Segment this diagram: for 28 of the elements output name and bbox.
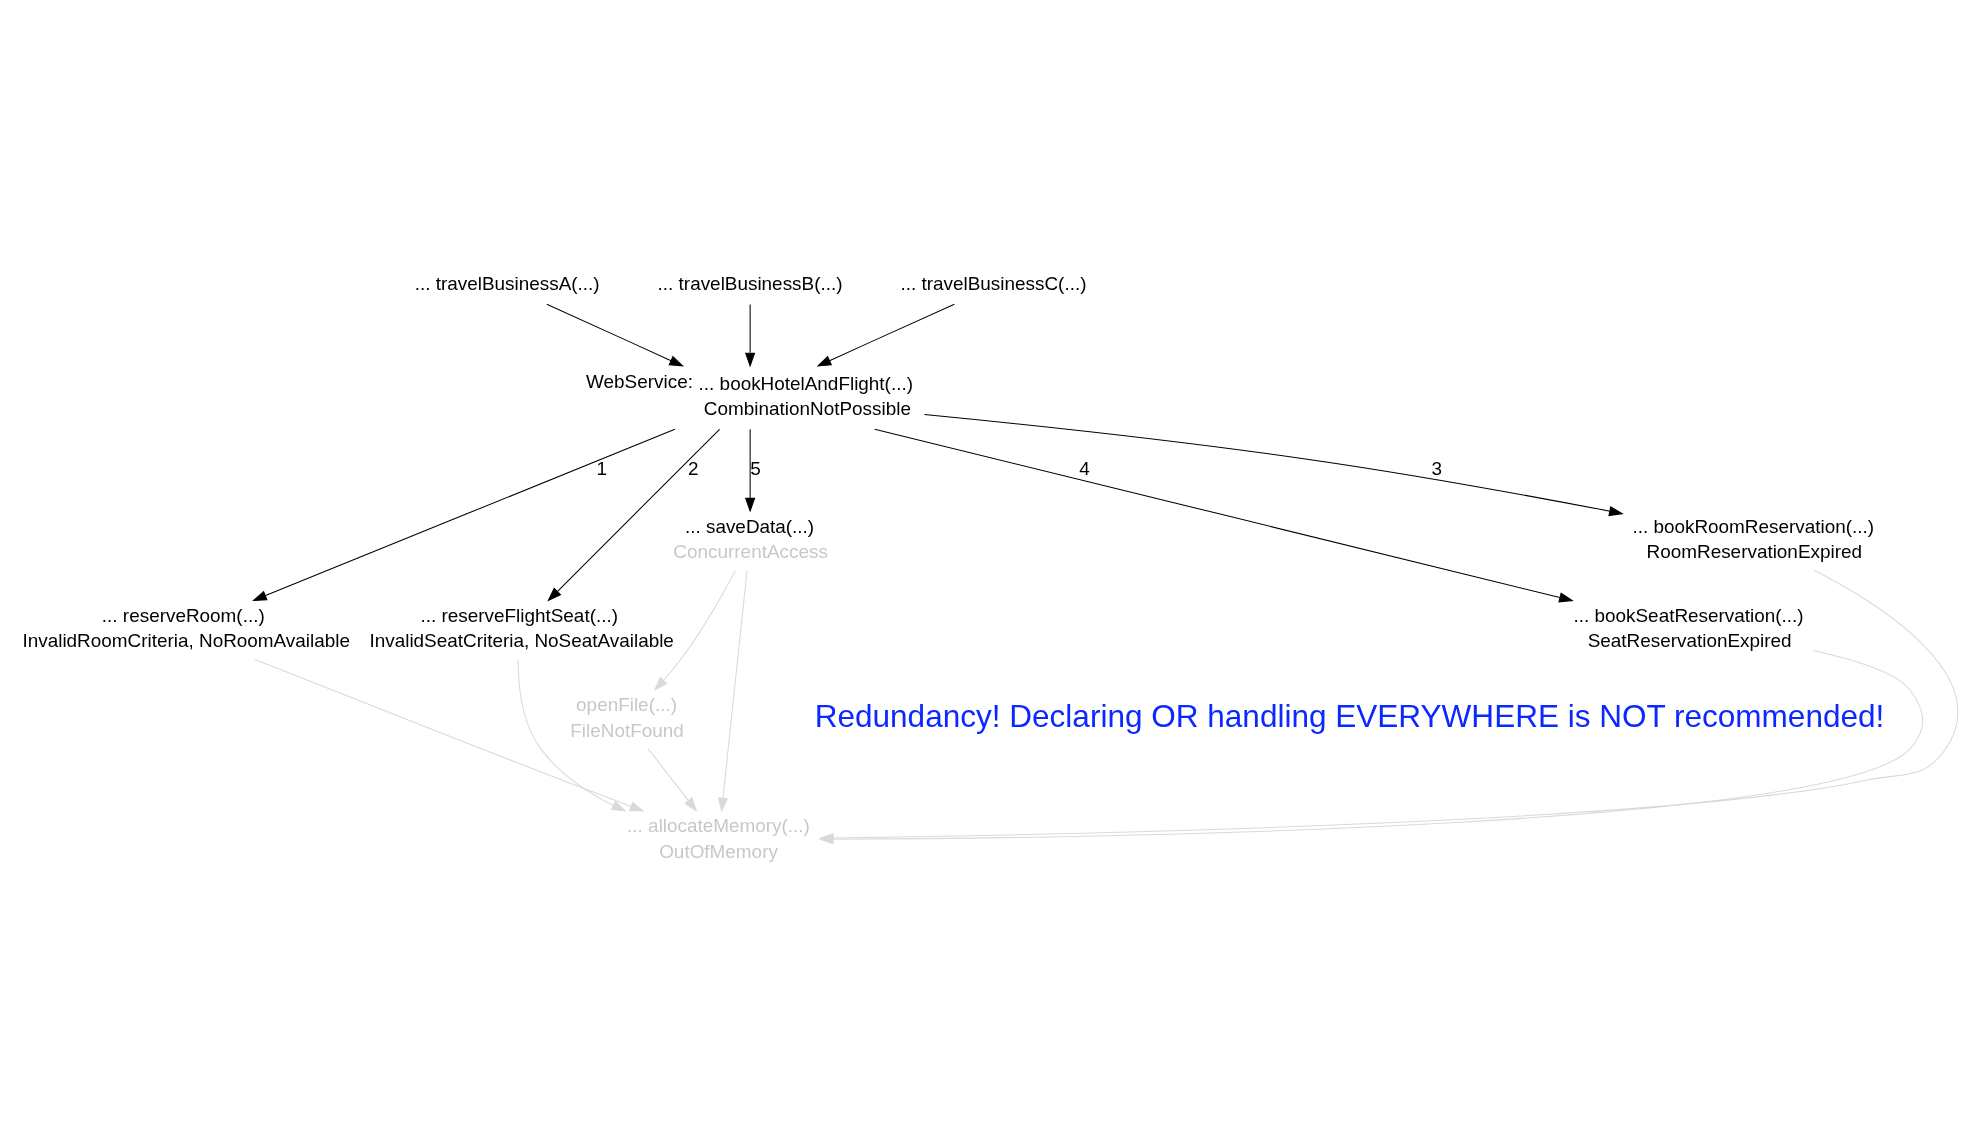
node-label: WebService:: [586, 370, 693, 392]
edge-label: 2: [688, 457, 699, 479]
arrow: [717, 569, 748, 813]
node-text: ... bookHotelAndFlight(...) CombinationNotPossible: [698, 372, 913, 419]
node-text: ... reserveRoom(...) InvalidRoomCriteria, NoRoomAvailable: [22, 605, 350, 652]
arrow: [816, 303, 955, 367]
edge-label: 3: [1431, 457, 1443, 479]
arrow: [546, 303, 685, 367]
node-text: ... travelBusinessB(...): [657, 272, 843, 294]
arrow: [517, 659, 627, 812]
edge-label: 1: [596, 457, 608, 479]
node-text: ... reserveFlightSeat(...) InvalidSeatCriteria, NoSeatAvailable: [369, 605, 674, 652]
label: Redundancy! Declaring OR handling EVERYWHERE is NOT recommended!: [814, 698, 1885, 735]
arrow: [874, 428, 1574, 603]
arrow: [547, 428, 721, 602]
node-text: ... travelBusinessA(...): [414, 272, 600, 294]
arrow: [653, 569, 737, 691]
node-text: ... travelBusinessC(...): [900, 272, 1087, 294]
arrow: [647, 748, 698, 812]
node-text: ... bookSeatReservation(...) SeatReservationExpired: [1573, 605, 1804, 652]
edge-label: 5: [750, 457, 761, 479]
arrow: [744, 303, 756, 368]
edge-label: 4: [1079, 457, 1090, 479]
arrow: [254, 659, 645, 812]
arrow: [252, 428, 676, 602]
node-text: ... bookRoomReservation(...) RoomReservationExpired: [1632, 515, 1875, 562]
arrow: [744, 428, 756, 513]
arrow: [923, 413, 1624, 517]
